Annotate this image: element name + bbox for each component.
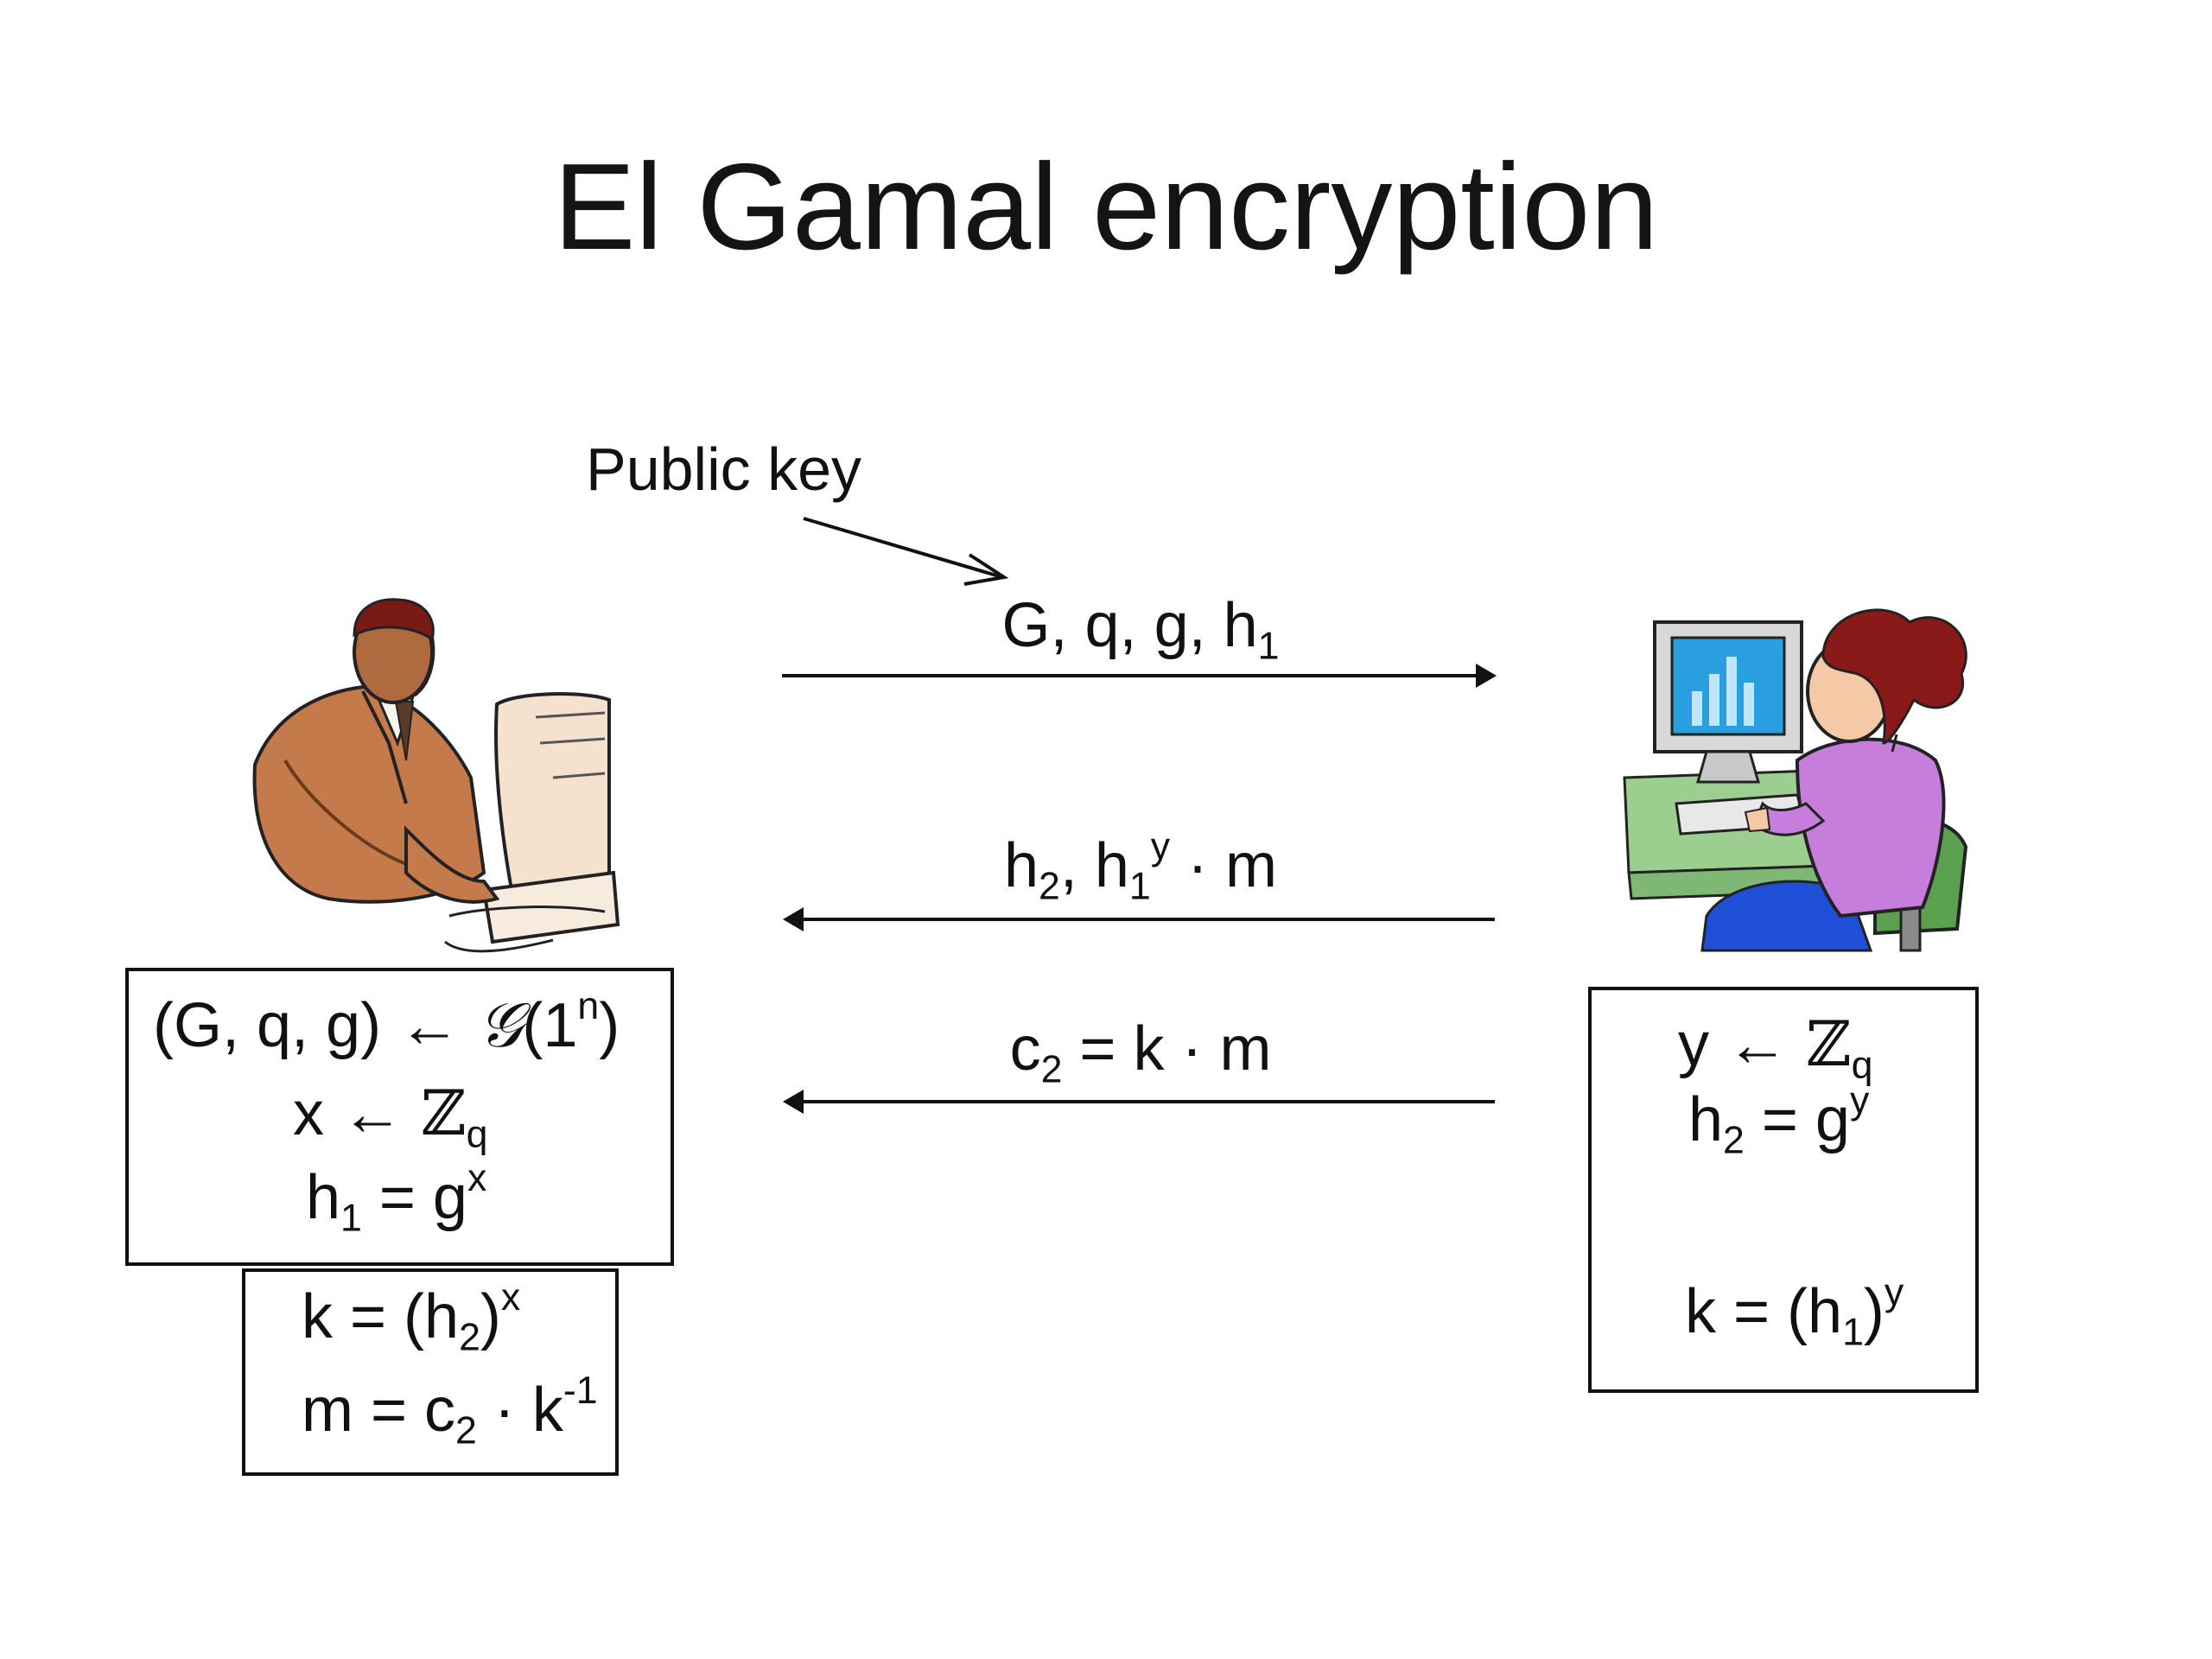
close-paren: ) xyxy=(599,991,620,1060)
y-exponent: y xyxy=(1849,1078,1870,1122)
c2-equation-rest: = k · m xyxy=(1062,1014,1272,1084)
separator: , xyxy=(1059,831,1095,900)
public-key-label: Public key xyxy=(586,435,862,503)
h1-subscript: 1 xyxy=(1842,1311,1864,1354)
close-paren: ) xyxy=(1863,1277,1885,1346)
group-tuple-assign: (G, q, g) ← xyxy=(153,991,479,1060)
h1-exponent: y xyxy=(1150,824,1171,868)
message-ciphertext-part1: h2, h1y · m xyxy=(864,827,1417,906)
message-ciphertext-part2: c2 = k · m xyxy=(864,1013,1417,1089)
receiver-line-2: h2 = gy xyxy=(1688,1081,1869,1160)
times-m: · m xyxy=(1170,831,1278,900)
secret-y-assign: y ← xyxy=(1678,1010,1807,1079)
public-key-pointer-arrow xyxy=(803,517,1009,586)
zq-set-symbol: ℤ xyxy=(421,1077,467,1149)
zq-subscript: q xyxy=(466,1113,488,1156)
secret-x-assign: x ← xyxy=(293,1079,422,1148)
message-public-key-subscript: 1 xyxy=(1257,625,1280,668)
arrow-left-icon xyxy=(783,1090,1495,1114)
sender-decrypt-line-1: k = (h2)x xyxy=(302,1278,520,1357)
h2-subscript: 2 xyxy=(1723,1119,1745,1162)
inverse-exponent: -1 xyxy=(563,1369,598,1412)
h2-symbol: h xyxy=(1003,831,1039,900)
sender-keygen-line-2: x ← ℤq xyxy=(293,1077,487,1154)
receiver-line-3: k = (h1)y xyxy=(1685,1273,1904,1351)
h2-symbol: h xyxy=(1688,1085,1724,1154)
h1-symbol: h xyxy=(306,1163,341,1232)
h2-subscript: 2 xyxy=(1039,865,1060,908)
receiver-box: y ← ℤq h2 = gy k = (h1)y xyxy=(1588,987,1979,1393)
message-public-key: G, q, g, h1 xyxy=(864,589,1417,665)
k-equals-h2: k = (h xyxy=(302,1282,460,1351)
message-public-key-text: G, q, g, h xyxy=(1001,591,1258,660)
sender-decrypt-line-2: m = c2 · k-1 xyxy=(302,1371,598,1450)
slide-title: El Gamal encryption xyxy=(553,138,1659,276)
sender-keygen-line-3: h1 = gx xyxy=(306,1159,486,1237)
close-paren: ) xyxy=(480,1282,501,1351)
security-param-exponent: n xyxy=(577,984,600,1027)
times-k: · k xyxy=(476,1376,563,1445)
c2-subscript: 2 xyxy=(455,1409,477,1452)
h1-subscript: 1 xyxy=(340,1197,362,1240)
receiver-line-1: y ← ℤq xyxy=(1678,1007,1872,1084)
k-equals-h1: k = (h xyxy=(1685,1277,1843,1346)
arrow-right-icon xyxy=(782,664,1497,688)
zq-set-symbol: ℤ xyxy=(1806,1007,1852,1080)
x-exponent: x xyxy=(467,1156,487,1199)
y-exponent: y xyxy=(1884,1270,1904,1313)
m-equals-c2: m = c xyxy=(302,1376,456,1445)
equals-g: = g xyxy=(361,1163,467,1232)
c2-symbol: c xyxy=(1009,1014,1041,1084)
h2-subscript: 2 xyxy=(459,1316,480,1359)
equals-g: = g xyxy=(1744,1085,1850,1154)
group-generator-symbol: 𝒢 xyxy=(478,988,523,1061)
arrow-left-icon xyxy=(783,907,1495,931)
security-param: (1 xyxy=(522,991,578,1060)
h1-subscript: 1 xyxy=(1128,865,1151,908)
zq-subscript: q xyxy=(1851,1044,1873,1087)
sender-keygen-line-1: (G, q, g) ← 𝒢(1n) xyxy=(153,984,620,1062)
h1-symbol: h xyxy=(1094,831,1129,900)
x-exponent: x xyxy=(500,1275,521,1319)
sender-keygen-box: (G, q, g) ← 𝒢(1n) x ← ℤq h1 = gx xyxy=(125,968,674,1266)
c2-subscript: 2 xyxy=(1040,1048,1063,1091)
sender-decrypt-box: k = (h2)x m = c2 · k-1 xyxy=(242,1268,619,1476)
